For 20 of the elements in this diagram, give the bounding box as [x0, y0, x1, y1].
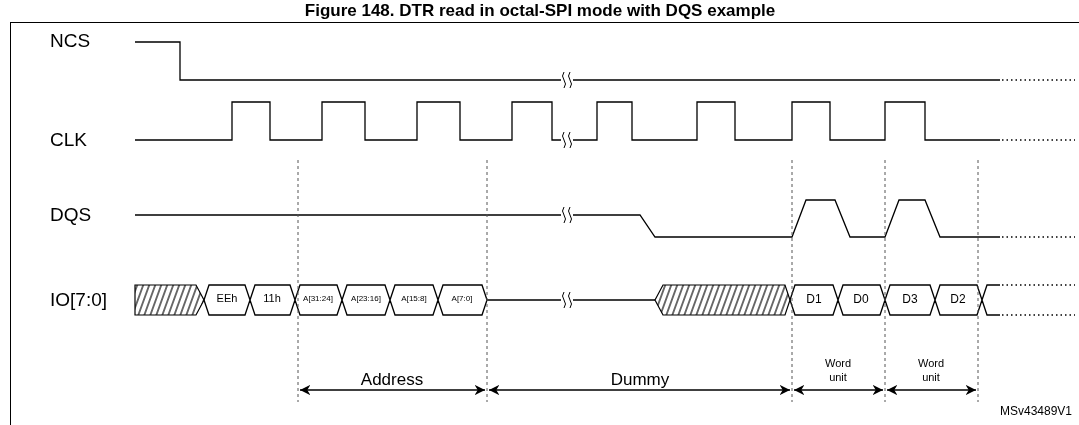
- bus-value: EEh: [216, 292, 238, 304]
- dimension-label: Dummy: [610, 370, 670, 390]
- bus-value: 11h: [263, 292, 281, 304]
- signal-name: CLK: [50, 129, 87, 151]
- signal-name: NCS: [50, 30, 91, 52]
- bus-value: D0: [853, 292, 869, 306]
- bus-value: A[31:24]: [303, 294, 333, 303]
- figure-title: Figure 148. DTR read in octal-SPI mode with DQS example: [304, 1, 776, 21]
- dimension-label: Address: [360, 370, 424, 390]
- bus-value: D2: [950, 292, 966, 306]
- signal-name: IO[7:0]: [50, 289, 108, 311]
- signal-name: DQS: [50, 204, 92, 226]
- figure-id: MSv43489V1: [1000, 404, 1073, 418]
- bus-value: D1: [806, 292, 822, 306]
- dimension-label: Word unit: [916, 356, 946, 384]
- bus-value: A[7:0]: [451, 294, 473, 303]
- bus-value: A[23:16]: [351, 294, 381, 303]
- bus-value: A[15:8]: [401, 294, 427, 303]
- dimension-label: Word unit: [823, 356, 853, 384]
- bus-value: D3: [902, 292, 918, 306]
